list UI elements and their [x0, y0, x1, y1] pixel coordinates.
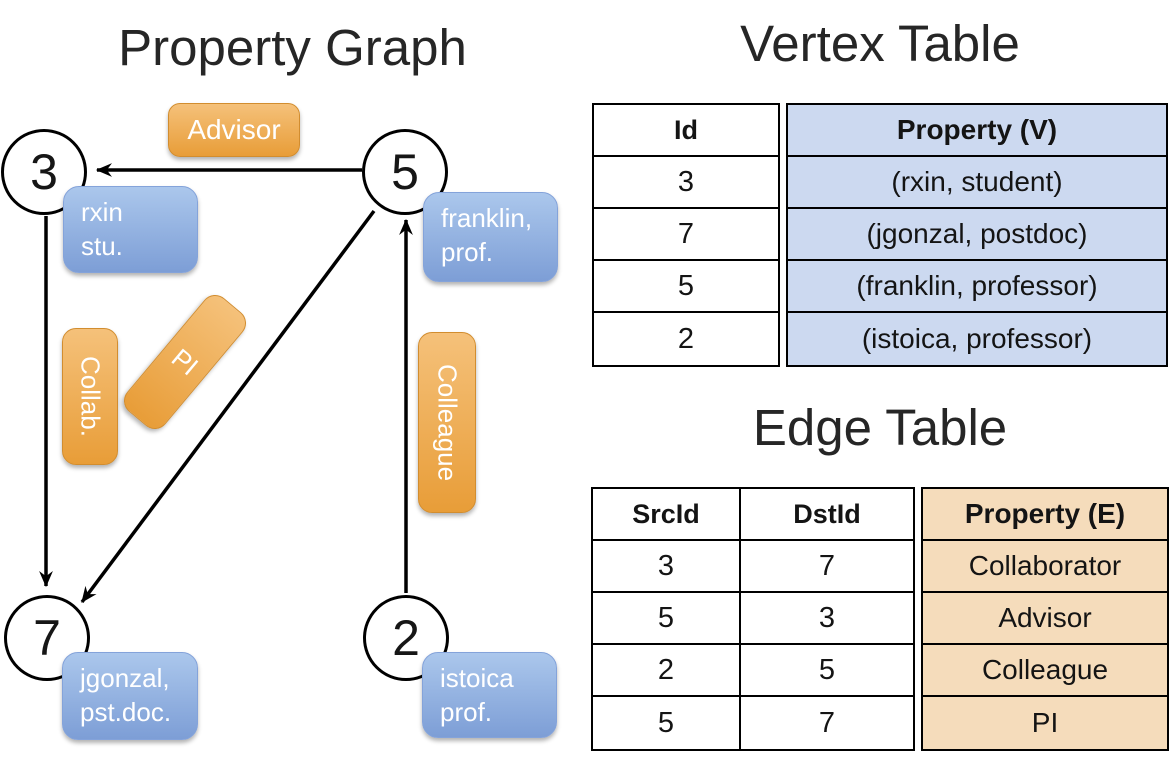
- column-header-property-e: Property (E): [923, 489, 1167, 541]
- table-cell: 7: [741, 541, 913, 593]
- column-header-id: Id: [594, 105, 778, 157]
- vertex-property-line: franklin,: [441, 203, 533, 233]
- table-cell: (franklin, professor): [788, 261, 1166, 313]
- vertex-property-label-rxin: rxin stu.: [63, 186, 198, 273]
- table-cell: 5: [594, 261, 778, 313]
- edge-label-text: PI: [166, 342, 205, 382]
- edge-label-colleague: Colleague: [418, 332, 476, 513]
- edge-table-srcid-column: SrcId 3 5 2 5: [591, 487, 741, 751]
- edge-label-text: Collab.: [75, 356, 106, 437]
- table-cell: (jgonzal, postdoc): [788, 209, 1166, 261]
- edge-label-text: Colleague: [432, 363, 463, 482]
- edge-table-dstid-column: DstId 7 3 5 7: [741, 487, 915, 751]
- vertex-id: 7: [33, 610, 61, 666]
- table-cell: Collaborator: [923, 541, 1167, 593]
- column-header-srcid: SrcId: [593, 489, 739, 541]
- vertex-property-label-istoica: istoica prof.: [422, 652, 557, 738]
- column-header-property-v: Property (V): [788, 105, 1166, 157]
- edge-table-title: Edge Table: [752, 399, 1008, 456]
- vertex-property-line: rxin: [81, 197, 123, 227]
- vertex-property-line: pst.doc.: [80, 696, 172, 727]
- table-cell: Advisor: [923, 593, 1167, 645]
- vertex-property-label-franklin: franklin, prof.: [423, 192, 558, 282]
- edge-label-advisor: Advisor: [168, 103, 300, 157]
- table-cell: 2: [593, 645, 739, 697]
- table-cell: 7: [594, 209, 778, 261]
- vertex-table-property-column: Property (V) (rxin, student) (jgonzal, p…: [786, 103, 1168, 367]
- edge-table: SrcId 3 5 2 5 DstId 7 3 5 7 Property (E)…: [591, 487, 1169, 751]
- vertex-property-line: prof.: [440, 696, 493, 727]
- property-graph-title: Property Graph: [118, 19, 467, 76]
- vertex-property-label-jgonzal: jgonzal, pst.doc.: [62, 652, 198, 740]
- table-cell: 3: [594, 157, 778, 209]
- table-cell: Colleague: [923, 645, 1167, 697]
- table-cell: 5: [657, 706, 675, 739]
- table-cell: 3: [593, 541, 739, 593]
- edge-label-collab: Collab.: [62, 328, 118, 465]
- vertex-property-line: istoica: [440, 663, 514, 693]
- vertex-id: 2: [392, 610, 420, 666]
- edge-label-text: Advisor: [187, 114, 281, 145]
- edge-table-property-column: Property (E) Collaborator Advisor Collea…: [921, 487, 1169, 751]
- vertex-property-line: prof.: [441, 236, 494, 267]
- table-cell: 2: [677, 322, 695, 355]
- vertex-table-title: Vertex Table: [740, 15, 1020, 72]
- edge-pi-line: [80, 209, 376, 604]
- table-cell: 7: [818, 706, 836, 739]
- table-cell: PI: [1031, 707, 1059, 738]
- vertex-property-line: stu.: [81, 230, 123, 261]
- table-cell: (rxin, student): [788, 157, 1166, 209]
- vertex-table-id-column: Id 3 7 5 2: [592, 103, 780, 367]
- column-header-dstid: DstId: [741, 489, 913, 541]
- vertex-node-2: 2: [363, 595, 449, 681]
- table-cell: 3: [741, 593, 913, 645]
- vertex-table: Id 3 7 5 2 Property (V) (rxin, student) …: [592, 103, 1168, 367]
- vertex-id: 3: [30, 144, 58, 200]
- vertex-id: 5: [391, 144, 419, 200]
- table-cell: 5: [593, 593, 739, 645]
- vertex-property-line: jgonzal,: [80, 663, 170, 693]
- table-cell: (istoica, professor): [861, 323, 1093, 354]
- vertex-node-5: 5: [362, 129, 448, 215]
- table-cell: 5: [741, 645, 913, 697]
